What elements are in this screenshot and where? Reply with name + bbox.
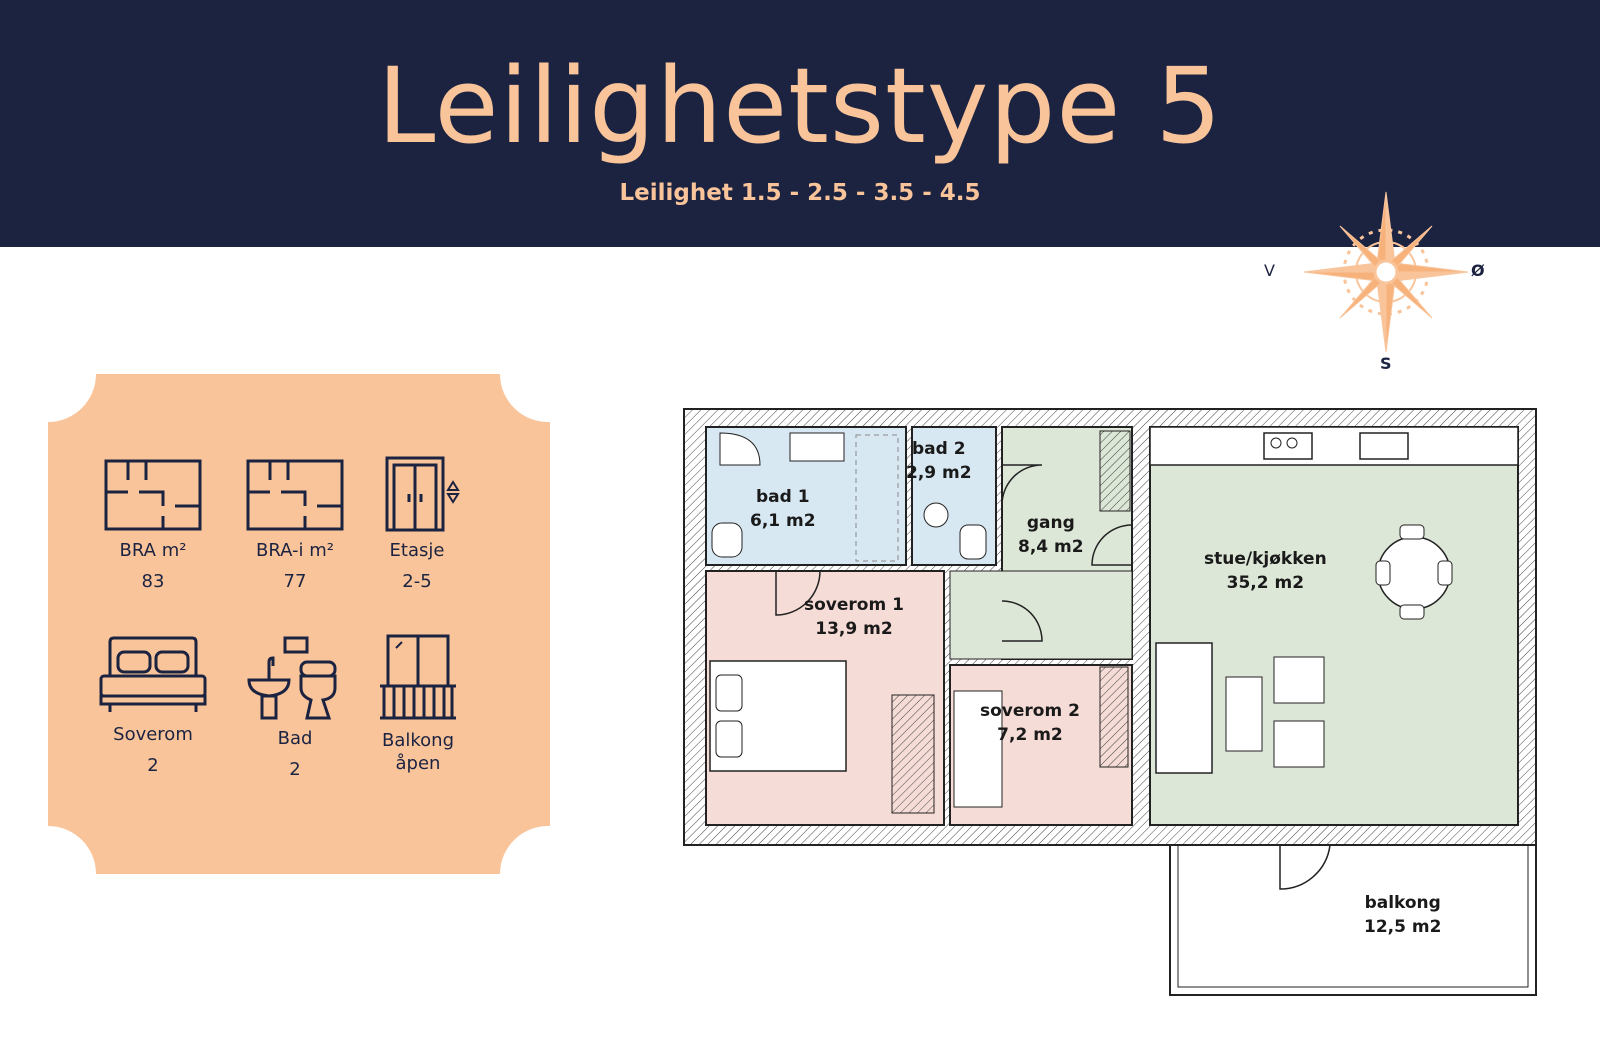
room-area: 8,4 m2 [1018,537,1084,557]
compass-rose: N S V Ø [1264,168,1500,383]
feature-bad: Bad 2 [230,636,360,780]
floor-plan-icon [246,459,344,531]
compass-south-label: S [1380,354,1392,373]
room-soverom-2: soverom 2 7,2 m2 [980,699,1080,747]
room-bad-2: bad 2 2,9 m2 [906,437,972,485]
bed-icon [99,636,207,712]
feature-value: 2-5 [402,571,432,592]
room-area: 7,2 m2 [997,725,1063,745]
feature-bra-i: BRA-i m² 77 [230,458,360,592]
floor-plan: bad 1 6,1 m2 bad 2 2,9 m2 gang 8,4 m2 st… [680,405,1540,1015]
info-card-background [48,374,550,874]
room-name: soverom 2 [980,701,1080,721]
feature-label: Etasje [389,540,445,561]
feature-soverom: Soverom 2 [88,636,218,776]
floor-plan-icon [104,459,202,531]
room-area: 6,1 m2 [750,511,816,531]
feature-value: 2 [147,755,159,776]
room-name: bad 1 [756,487,810,507]
feature-label: BRA-i m² [255,540,334,561]
page-subtitle: Leilighet 1.5 - 2.5 - 3.5 - 4.5 [619,180,981,206]
room-name: gang [1026,513,1075,533]
compass-icon [1303,191,1469,353]
header-banner: Leilighetstype 5 Leilighet 1.5 - 2.5 - 3… [0,0,1600,247]
feature-label: BRA m² [119,540,187,561]
room-soverom-1: soverom 1 13,9 m2 [804,593,904,641]
feature-etasje: Etasje 2-5 [352,456,482,592]
feature-balkong: Balkong åpen [353,634,483,774]
room-name: bad 2 [912,439,966,459]
room-area: 13,9 m2 [815,619,893,639]
compass-west-label: V [1264,261,1275,280]
feature-label: Bad [277,728,313,749]
feature-bra: BRA m² 83 [88,458,218,592]
room-gang: gang 8,4 m2 [1018,511,1084,559]
room-area: 12,5 m2 [1364,917,1442,937]
info-card: BRA m² 83 BRA-i m² 77 Etasje 2- [48,374,550,874]
elevator-icon [385,456,460,532]
compass-north-label: N [1379,168,1393,187]
feature-value: åpen [395,753,441,774]
feature-value: 77 [283,571,307,592]
room-balkong: balkong 12,5 m2 [1364,891,1441,939]
room-area: 35,2 m2 [1226,573,1305,593]
compass-east-label: Ø [1471,261,1485,280]
room-area: 2,9 m2 [906,463,972,483]
feature-label: Soverom [113,724,193,745]
room-name: stue/kjøkken [1204,549,1327,569]
room-name: soverom 1 [804,595,904,615]
room-name: balkong [1364,893,1441,913]
feature-value: 2 [289,759,301,780]
feature-label: Balkong [381,730,454,751]
floor-plan-drawing [683,408,1537,996]
room-bad-1: bad 1 6,1 m2 [750,485,816,533]
page-title: Leilighetstype 5 [377,45,1223,167]
room-stue-kjokken: stue/kjøkken 35,2 m2 [1204,547,1327,595]
balcony-icon [380,634,456,720]
feature-value: 83 [141,571,165,592]
bathroom-icon [247,636,337,720]
